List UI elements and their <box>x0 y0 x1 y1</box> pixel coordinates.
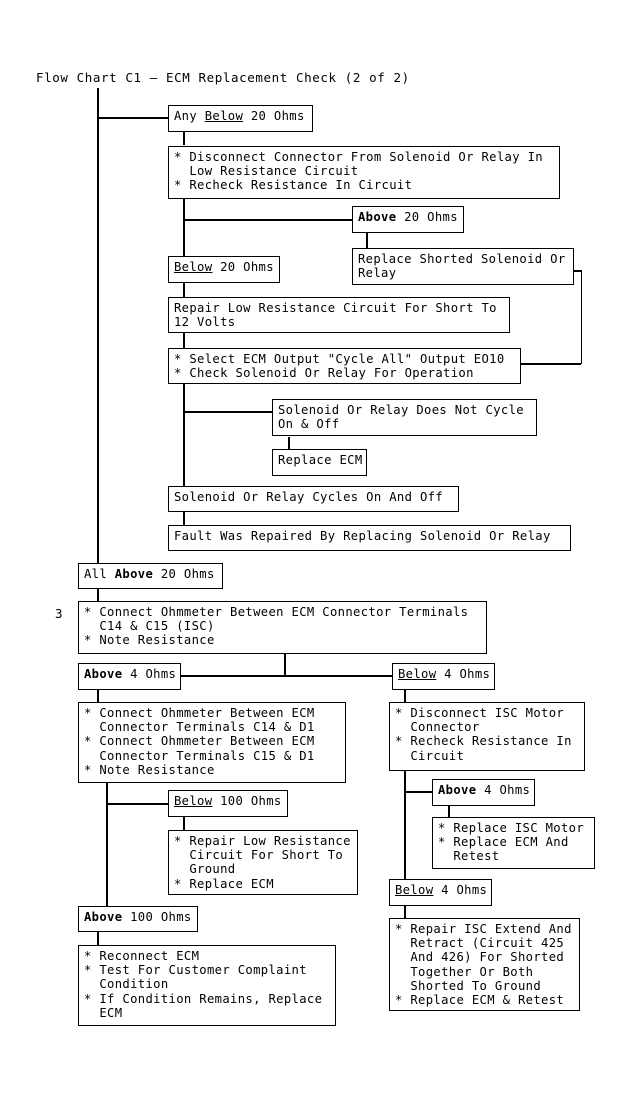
node-fault-repaired[interactable]: Fault Was Repaired By Replacing Solenoid… <box>168 525 571 551</box>
connector-below4b-to-repairisc <box>404 905 406 919</box>
node-text: * Repair ISC Extend And Retract (Circuit… <box>395 922 572 1008</box>
node-replace-isc-motor[interactable]: * Replace ISC Motor * Replace ECM And Re… <box>432 817 595 869</box>
step-marker-3: 3 <box>55 606 63 621</box>
node-text: Replace Shorted Solenoid Or Relay <box>358 252 566 281</box>
connector-cycles-to-fault <box>183 511 185 525</box>
node-connect-c14-c15[interactable]: * Connect Ohmmeter Between ECM Connector… <box>78 601 487 654</box>
connector-below4-to-disconnectisc <box>404 689 406 703</box>
node-text: * Disconnect ISC Motor Connector * Reche… <box>395 706 572 763</box>
node-repair-short-ground[interactable]: * Repair Low Resistance Circuit For Shor… <box>168 830 358 895</box>
connector-branch-to-notcycle <box>183 411 273 413</box>
node-text: Replace ECM <box>278 453 363 467</box>
node-text: * Select ECM Output "Cycle All" Output E… <box>174 352 505 381</box>
node-above-20[interactable]: Above 20 Ohms <box>352 206 464 233</box>
connector-main-trunk <box>97 88 99 566</box>
node-below-4[interactable]: Below 4 Ohms <box>392 663 495 690</box>
node-text: Fault Was Repaired By Replacing Solenoid… <box>174 529 551 543</box>
connector-bar-above4-below4 <box>178 675 394 677</box>
connector-allabove-to-connect <box>97 588 99 602</box>
node-text: Below 20 Ohms <box>174 260 274 274</box>
node-above-100[interactable]: Above 100 Ohms <box>78 906 198 932</box>
node-connect-c14-d1[interactable]: * Connect Ohmmeter Between ECM Connector… <box>78 702 346 783</box>
connector-trunk-to-any-below <box>97 117 168 119</box>
node-any-below-20[interactable]: Any Below 20 Ohms <box>168 105 313 132</box>
connector-below100-to-repairground <box>183 817 185 831</box>
node-above-4-b[interactable]: Above 4 Ohms <box>432 779 535 806</box>
node-text: Repair Low Resistance Circuit For Short … <box>174 301 497 330</box>
node-text: Above 4 Ohms <box>84 667 177 681</box>
node-below-100[interactable]: Below 100 Ohms <box>168 790 288 817</box>
connector-repair-to-select <box>183 332 185 349</box>
connector-notcycle-to-replaceecm <box>288 437 290 450</box>
node-above-4[interactable]: Above 4 Ohms <box>78 663 181 690</box>
node-text: Above 100 Ohms <box>84 910 192 924</box>
connector-replace-down <box>580 270 582 364</box>
node-text: * Repair Low Resistance Circuit For Shor… <box>174 834 351 891</box>
node-disconnect-connector[interactable]: * Disconnect Connector From Solenoid Or … <box>168 146 560 199</box>
connector-replace-left-to-select <box>520 363 581 365</box>
connector-above4b-to-replaceisc <box>448 805 450 818</box>
connector-disconnectisc-down <box>404 770 406 881</box>
connector-above4-to-connectd1 <box>97 689 99 703</box>
node-does-not-cycle[interactable]: Solenoid Or Relay Does Not Cycle On & Of… <box>272 399 537 436</box>
connector-branch-to-below100 <box>106 803 168 805</box>
connector-branch-to-above20 <box>183 219 353 221</box>
connector-disconnect-down <box>183 198 185 272</box>
node-reconnect-ecm[interactable]: * Reconnect ECM * Test For Customer Comp… <box>78 945 336 1026</box>
connector-connectd1-down <box>106 782 108 906</box>
node-text: Below 4 Ohms <box>395 883 488 897</box>
node-disconnect-isc[interactable]: * Disconnect ISC Motor Connector * Reche… <box>389 702 585 771</box>
node-text: * Reconnect ECM * Test For Customer Comp… <box>84 949 323 1020</box>
page-title: Flow Chart C1 – ECM Replacement Check (2… <box>36 70 410 85</box>
node-text: Solenoid Or Relay Does Not Cycle On & Of… <box>278 403 524 432</box>
node-text: Solenoid Or Relay Cycles On And Off <box>174 490 444 504</box>
connector-above20-to-replace <box>366 233 368 249</box>
node-cycles-on-and-off[interactable]: Solenoid Or Relay Cycles On And Off <box>168 486 459 512</box>
node-text: * Connect Ohmmeter Between ECM Connector… <box>84 706 315 777</box>
node-text: Below 4 Ohms <box>398 667 491 681</box>
node-replace-shorted[interactable]: Replace Shorted Solenoid Or Relay <box>352 248 574 285</box>
connector-above100-to-reconnect <box>97 932 99 946</box>
connector-below20-to-repair <box>183 283 185 297</box>
connector-replace-right <box>573 270 582 272</box>
node-replace-ecm[interactable]: Replace ECM <box>272 449 367 476</box>
node-text: * Connect Ohmmeter Between ECM Connector… <box>84 605 469 648</box>
node-text: * Disconnect Connector From Solenoid Or … <box>174 150 543 193</box>
node-text: Any Below 20 Ohms <box>174 109 305 123</box>
node-select-ecm-output[interactable]: * Select ECM Output "Cycle All" Output E… <box>168 348 521 384</box>
node-repair-isc-extend[interactable]: * Repair ISC Extend And Retract (Circuit… <box>389 918 580 1011</box>
node-text: Above 4 Ohms <box>438 783 531 797</box>
node-all-above-20[interactable]: All Above 20 Ohms <box>78 563 223 589</box>
connector-connect-down-stub <box>284 653 286 675</box>
node-below-20[interactable]: Below 20 Ohms <box>168 256 280 283</box>
node-text: Below 100 Ohms <box>174 794 282 808</box>
node-text: All Above 20 Ohms <box>84 567 215 581</box>
connector-select-down <box>183 384 185 490</box>
node-below-4-b[interactable]: Below 4 Ohms <box>389 879 492 906</box>
connector-anybelow-to-disconnect <box>183 131 185 145</box>
connector-branch-to-above4b <box>404 791 433 793</box>
node-text: Above 20 Ohms <box>358 210 458 224</box>
node-repair-low-resistance[interactable]: Repair Low Resistance Circuit For Short … <box>168 297 510 333</box>
node-text: * Replace ISC Motor * Replace ECM And Re… <box>438 821 585 864</box>
